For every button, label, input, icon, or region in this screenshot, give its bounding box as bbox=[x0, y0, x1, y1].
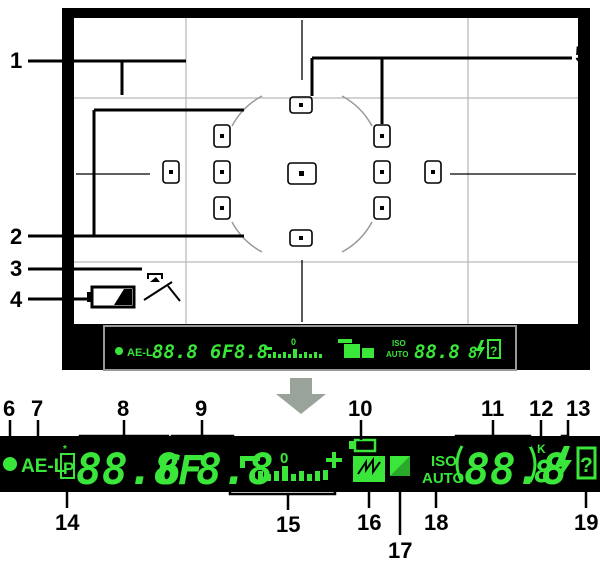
viewfinder-info-strip: AE-L 88.8 6 F 8.8 0 ISO AUTO 88.8 bbox=[103, 325, 517, 371]
down-arrow-icon bbox=[276, 378, 326, 414]
callout-11: 11 bbox=[481, 396, 504, 421]
focus-point-left-upper bbox=[213, 124, 231, 148]
callout-3: 3 bbox=[10, 256, 22, 281]
iso-auto-small: AUTO bbox=[386, 350, 409, 359]
help-small-icon bbox=[487, 339, 501, 359]
ae-lock-indicator: AE-L bbox=[21, 456, 66, 477]
iso-value: 88.8 bbox=[464, 445, 568, 495]
flash-ready-small-icon bbox=[476, 340, 485, 360]
focus-indicator-small bbox=[115, 347, 123, 355]
focus-point-far-right bbox=[424, 160, 442, 184]
callout-9: 9 bbox=[195, 396, 207, 421]
help-icon-box bbox=[576, 446, 597, 480]
focus-point-center bbox=[287, 162, 317, 185]
ae-lock-small: AE-L bbox=[127, 347, 153, 359]
program-shift-box bbox=[60, 453, 75, 479]
help-indicator: ? bbox=[580, 454, 593, 477]
shutter-small: 88.8 bbox=[152, 341, 198, 363]
callout-1: 1 bbox=[10, 48, 22, 73]
iso-value-small: 88.8 bbox=[414, 341, 460, 363]
program-shift-star-icon: * bbox=[63, 444, 67, 455]
exposure-comp-icon: + bbox=[390, 456, 410, 476]
focus-point-right-middle bbox=[373, 160, 391, 184]
battery-icon bbox=[87, 285, 136, 309]
callout-16: 16 bbox=[357, 510, 381, 535]
iso-bracket-right bbox=[528, 445, 537, 483]
focus-point-bottom bbox=[289, 229, 313, 247]
help-small: ? bbox=[490, 344, 497, 358]
callout-4: 4 bbox=[10, 287, 23, 312]
enlarged-info-display: AE-L P * 88.8 6 F 8.8 0 bbox=[0, 436, 600, 495]
aperture-f-label: F bbox=[178, 448, 203, 494]
iso-bracket-left bbox=[455, 445, 464, 483]
focus-point-left-middle bbox=[213, 160, 231, 184]
focus-point-right-lower bbox=[373, 196, 391, 220]
callout-5: 5 bbox=[575, 42, 587, 67]
viewfinder-screen bbox=[74, 18, 578, 324]
viewfinder: AE-L 88.8 6 F 8.8 0 ISO AUTO 88.8 bbox=[62, 8, 590, 371]
iso-small: ISO bbox=[392, 339, 406, 348]
info-display-callouts bbox=[8, 420, 588, 535]
viewfinder-callouts: 1 2 3 4 5 bbox=[10, 42, 587, 312]
exposure-indicator bbox=[240, 452, 342, 481]
focus-point-left-lower bbox=[213, 196, 231, 220]
exposure-zero-small: 0 bbox=[291, 337, 296, 347]
callout-14: 14 bbox=[55, 510, 80, 535]
callout-19: 19 bbox=[574, 510, 598, 535]
info-display-background bbox=[0, 436, 600, 492]
iso-label: ISO bbox=[431, 453, 457, 470]
callout-17: 17 bbox=[388, 538, 412, 563]
focus-point-far-left bbox=[162, 160, 180, 184]
shutter-suffix: 6 bbox=[157, 448, 181, 494]
shutter-suffix-small: 6 bbox=[210, 341, 221, 363]
focus-points bbox=[162, 96, 442, 247]
iso-auto-label: AUTO bbox=[422, 470, 465, 487]
program-shift-indicator: P bbox=[63, 459, 74, 478]
callout-18: 18 bbox=[424, 510, 448, 535]
flash-ready-icon bbox=[555, 446, 572, 484]
callout-6: 6 bbox=[3, 396, 15, 421]
reference-circle bbox=[231, 95, 373, 253]
k-marker: K bbox=[537, 442, 546, 456]
center-crosshair bbox=[76, 20, 576, 322]
focus-indicator bbox=[3, 457, 17, 471]
svg-text:+: + bbox=[393, 459, 398, 469]
flash-comp-indicator bbox=[349, 438, 385, 482]
callout-2: 2 bbox=[10, 224, 22, 249]
shutter-speed: 88.8 bbox=[76, 445, 180, 495]
focus-point-dots bbox=[169, 103, 435, 240]
flash-comp-small-icon bbox=[338, 339, 374, 358]
framing-grid bbox=[74, 18, 578, 324]
aperture-f-small: F bbox=[222, 341, 234, 363]
no-card-warning-icon bbox=[143, 273, 181, 302]
exposure-meter-small bbox=[264, 347, 322, 358]
callout-8: 8 bbox=[117, 396, 129, 421]
callout-15: 15 bbox=[276, 512, 300, 537]
aperture-small: 8.8 bbox=[234, 341, 268, 363]
callout-12: 12 bbox=[529, 396, 553, 421]
info-display-callout-numbers: 6 7 8 9 10 11 12 13 14 15 16 17 18 19 bbox=[3, 396, 598, 563]
focus-point-right-upper bbox=[373, 124, 391, 148]
callout-13: 13 bbox=[566, 396, 590, 421]
callout-7: 7 bbox=[31, 396, 43, 421]
focus-point-top bbox=[289, 96, 313, 114]
k-digit-small: 8 bbox=[468, 343, 478, 362]
exposure-zero-label: 0 bbox=[280, 450, 288, 467]
callout-10: 10 bbox=[348, 396, 372, 421]
k-digit: 8 bbox=[534, 455, 552, 490]
aperture-value: 8.8 bbox=[196, 445, 274, 495]
